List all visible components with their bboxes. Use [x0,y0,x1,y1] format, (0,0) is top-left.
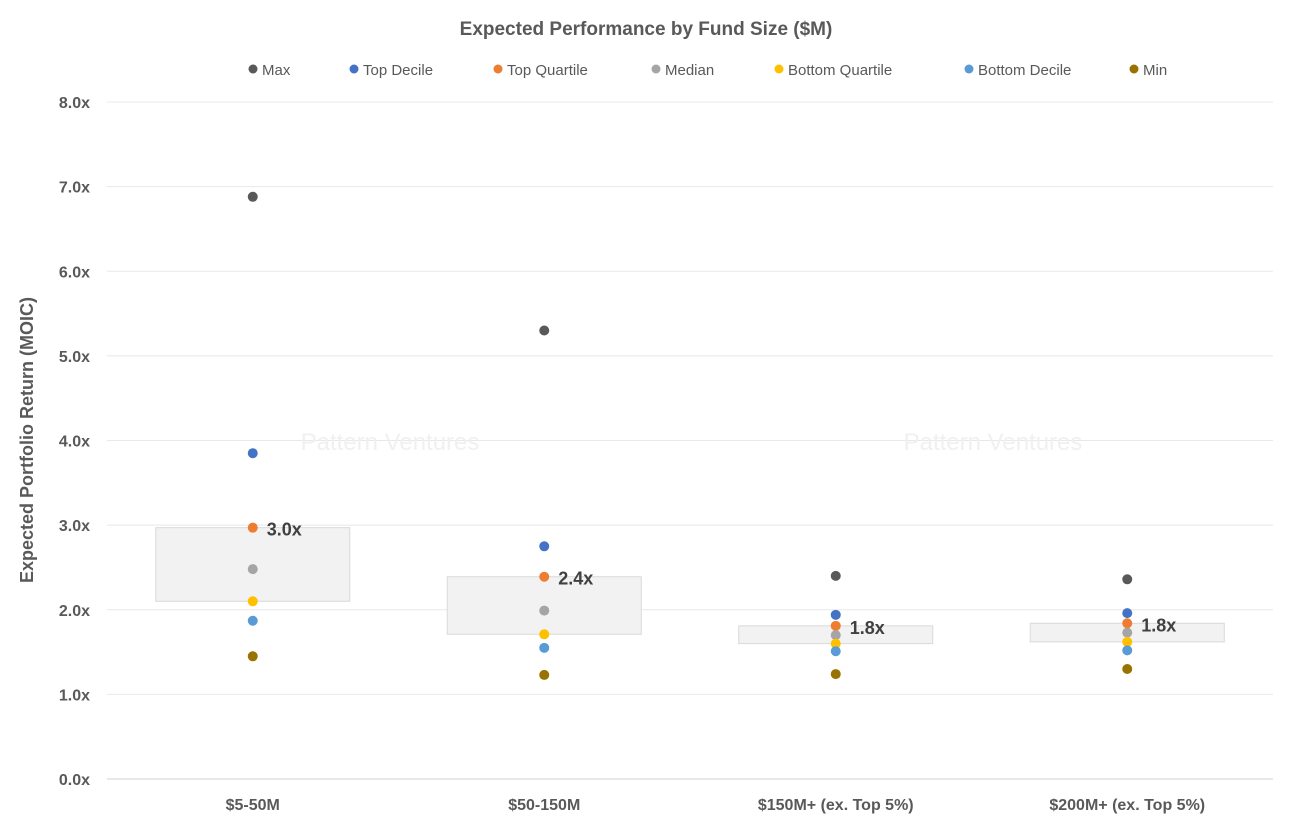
point-median [1122,627,1133,638]
range-box [155,527,351,602]
x-tick-label: $150M+ (ex. Top 5%) [758,797,914,814]
point-min [830,669,841,680]
x-axis: $5-50M $50-150M $150M+ (ex. Top 5%) $200M+ … [226,797,1206,814]
gridlines: 0.0x 1.0x 2.0x 3.0x 4.0x 5.0x 6.0x 7.0x 8.0x [59,95,1273,789]
legend-label: Bottom Quartile [788,62,892,79]
legend-marker [349,64,359,74]
y-tick-label: 6.0x [59,264,90,281]
point-bottom-quartile [247,596,258,607]
watermarks: Pattern Ventures Pattern Ventures [301,429,1083,456]
legend-marker [774,64,784,74]
point-bottom-quartile [830,638,841,649]
point-max [1122,574,1133,585]
point-min [247,651,258,662]
point-top-quartile [247,522,258,533]
point-median [539,605,550,616]
point-bottom-decile [1122,645,1133,656]
point-bottom-quartile [1122,636,1133,647]
data-label: 1.8x [850,618,885,638]
y-tick-label: 8.0x [59,95,90,112]
range-box [446,576,642,635]
legend-marker [964,64,974,74]
legend-marker [493,64,503,74]
y-tick-label: 4.0x [59,434,90,451]
legend: Max Top Decile Top Quartile Median Bottom Qu… [248,62,1167,79]
legend-marker [1129,64,1139,74]
point-top-decile [247,448,258,459]
legend-label: Top Decile [363,62,433,79]
watermark: Pattern Ventures [301,429,480,456]
point-min [1122,663,1133,674]
boxes: 3.0x 2.4x 1.8x 1.8x [155,520,1225,645]
legend-label: Min [1143,62,1167,79]
point-top-decile [1122,608,1133,619]
point-max [247,191,258,202]
data-label: 1.8x [1141,615,1176,635]
point-median [247,564,258,575]
legend-label: Max [262,62,291,79]
data-label: 3.0x [267,520,302,540]
data-label: 2.4x [558,569,593,589]
y-tick-label: 0.0x [59,772,90,789]
point-median [830,630,841,641]
legend-label: Top Quartile [507,62,588,79]
x-tick-label: $5-50M [226,797,280,814]
y-tick-label: 2.0x [59,603,90,620]
y-tick-label: 5.0x [59,349,90,366]
point-max [539,325,550,336]
y-tick-label: 1.0x [59,687,90,704]
point-max [830,570,841,581]
point-top-quartile [1122,618,1133,629]
point-bottom-decile [247,615,258,626]
point-bottom-decile [539,642,550,653]
point-top-decile [539,541,550,552]
y-axis-label: Expected Portfolio Return (MOIC) [17,297,37,583]
x-tick-label: $50-150M [508,797,580,814]
points [247,191,1133,680]
watermark: Pattern Ventures [904,429,1083,456]
y-tick-label: 3.0x [59,518,90,535]
legend-marker [248,64,258,74]
point-min [539,669,550,680]
point-bottom-quartile [539,629,550,640]
y-tick-label: 7.0x [59,180,90,197]
point-bottom-decile [830,646,841,657]
legend-marker [651,64,661,74]
chart-title: Expected Performance by Fund Size ($M) [460,19,833,40]
point-top-decile [830,609,841,620]
legend-label: Median [665,62,714,79]
x-tick-label: $200M+ (ex. Top 5%) [1049,797,1205,814]
point-top-quartile [539,571,550,582]
point-top-quartile [830,620,841,631]
legend-label: Bottom Decile [978,62,1071,79]
